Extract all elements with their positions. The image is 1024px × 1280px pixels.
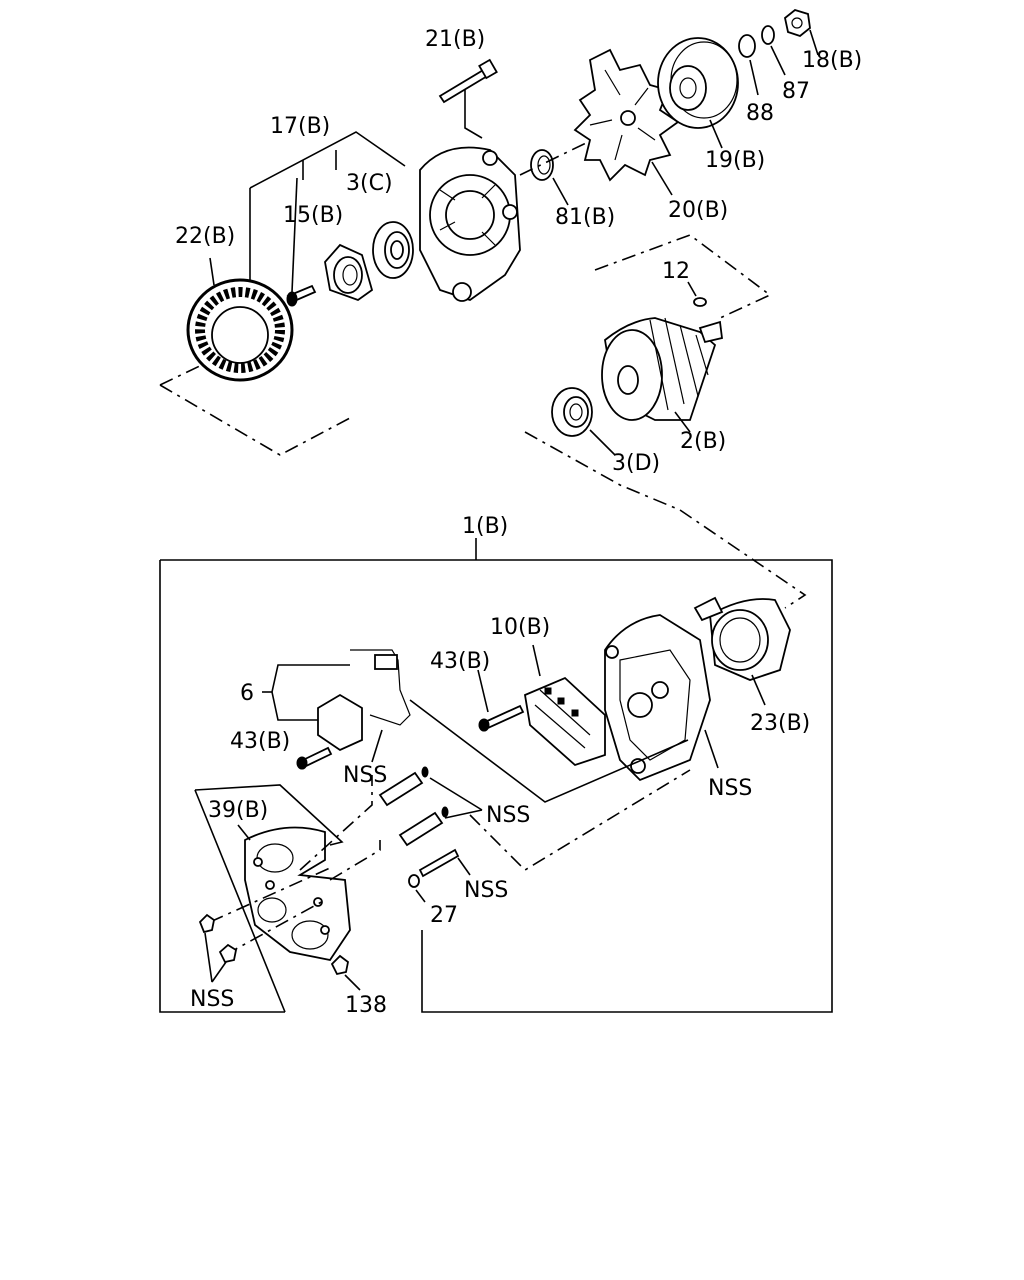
label-23b: 23(B) xyxy=(750,711,810,736)
leader-dash-housing xyxy=(469,769,691,872)
rotor-group-bracket xyxy=(524,234,807,609)
nut-18 xyxy=(784,8,819,56)
label-88: 88 xyxy=(746,101,774,126)
diode-studs xyxy=(378,766,483,847)
bearing-3d xyxy=(551,387,616,456)
label-20b: 20(B) xyxy=(668,198,728,223)
label-10b: 10(B) xyxy=(490,615,550,640)
assembly-1-frame xyxy=(159,538,833,1013)
label-81b: 81(B) xyxy=(555,205,615,230)
label-nss-stud: NSS xyxy=(464,878,508,903)
label-27: 27 xyxy=(430,903,458,928)
label-19b: 19(B) xyxy=(705,148,765,173)
label-39b: 39(B) xyxy=(208,798,268,823)
label-43b-left: 43(B) xyxy=(230,729,290,754)
nut-138 xyxy=(330,954,361,991)
label-3d: 3(D) xyxy=(612,451,660,476)
label-87: 87 xyxy=(782,79,810,104)
bolt-21 xyxy=(438,58,498,139)
label-6: 6 xyxy=(240,681,254,706)
connector-10 xyxy=(523,644,606,767)
bolt-43a xyxy=(477,669,525,732)
leader-dash-regulator-housing xyxy=(409,699,689,803)
pulley-19 xyxy=(657,37,739,149)
stator-22 xyxy=(186,257,294,382)
bolt-43b xyxy=(296,746,333,770)
label-43b-top: 43(B) xyxy=(430,649,490,674)
label-nss-housing: NSS xyxy=(708,776,752,801)
label-nss-nuts: NSS xyxy=(190,987,234,1012)
label-nss-regulator: NSS xyxy=(343,763,387,788)
label-12: 12 xyxy=(662,259,690,284)
label-15b: 15(B) xyxy=(283,203,343,228)
stud-long xyxy=(408,848,471,903)
label-3c: 3(C) xyxy=(346,171,393,196)
label-17b: 17(B) xyxy=(270,114,330,139)
bearing-3c xyxy=(372,221,414,279)
leader-dash-plate-2 xyxy=(329,840,381,881)
label-nss-diodes: NSS xyxy=(486,803,530,828)
washer-87 xyxy=(761,25,786,76)
label-22b: 22(B) xyxy=(175,224,235,249)
label-138: 138 xyxy=(345,993,387,1018)
cover-23 xyxy=(693,596,791,706)
leader-dash-plate xyxy=(299,775,373,871)
label-18b: 18(B) xyxy=(802,48,862,73)
rear-housing xyxy=(604,614,719,782)
washer-88 xyxy=(738,34,759,96)
key-12 xyxy=(687,281,707,307)
heatsink-39 xyxy=(194,784,351,1013)
label-2b: 2(B) xyxy=(680,429,726,454)
regulator-6 xyxy=(262,649,411,752)
screw-small xyxy=(286,284,317,307)
label-1b: 1(B) xyxy=(462,514,508,539)
label-21b: 21(B) xyxy=(425,27,485,52)
leader-nss-regulator xyxy=(371,729,383,763)
fan-20 xyxy=(573,48,680,196)
nuts-nss xyxy=(198,913,238,983)
retainer-plate-15 xyxy=(324,243,374,302)
rotor-2 xyxy=(601,317,723,433)
front-housing xyxy=(419,146,521,302)
